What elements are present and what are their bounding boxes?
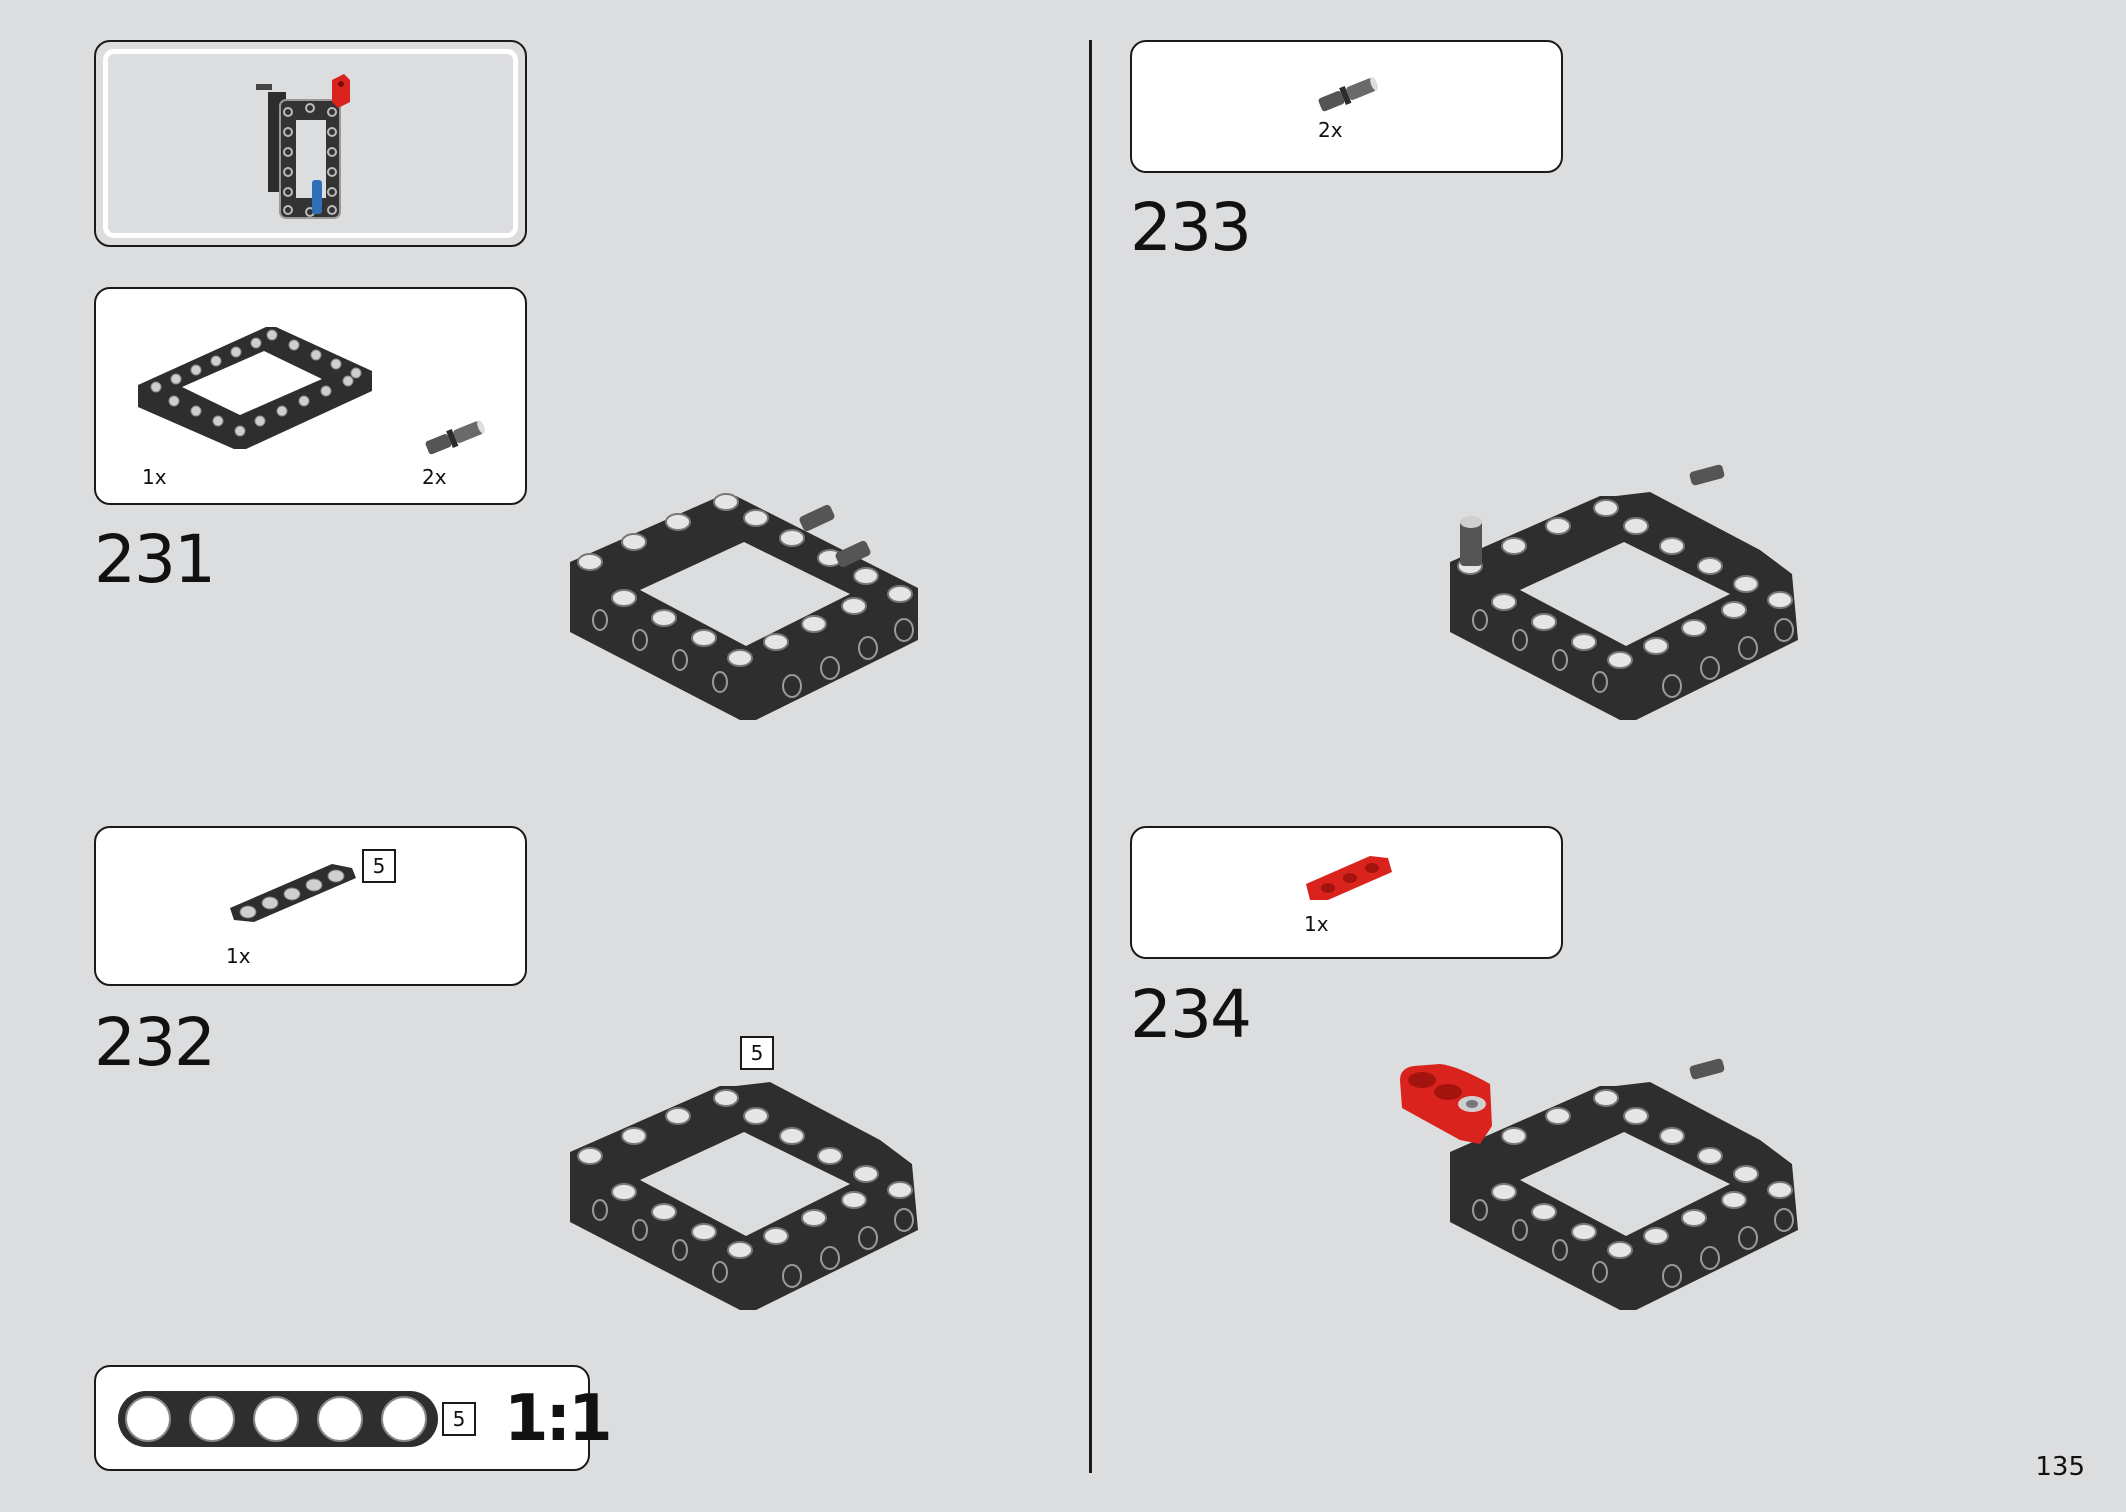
beam-5-actual-size-image [118, 1391, 438, 1447]
step-number: 232 [94, 1004, 216, 1081]
length-indicator: 5 [442, 1402, 476, 1436]
part-quantity: 1x [142, 465, 167, 489]
scale-ruler: 5 1:1 [94, 1365, 613, 1471]
part-quantity: 1x [1304, 912, 1329, 936]
step-231-model-image [570, 493, 918, 720]
overview-model-image [256, 74, 350, 219]
part-quantity: 2x [422, 465, 447, 489]
page-number: 135 [2035, 1452, 2085, 1482]
step-number: 234 [1130, 976, 1252, 1053]
frame-part-image [138, 327, 372, 449]
overview-callout [94, 40, 527, 247]
length-indicator: 5 [740, 1036, 774, 1070]
step-234-model-image [1400, 1058, 1798, 1310]
part-quantity: 1x [226, 944, 251, 968]
length-indicator: 5 [362, 849, 396, 883]
step-number: 231 [94, 521, 216, 598]
parts-list-231: 1x 2x [94, 287, 527, 505]
page-divider [1089, 40, 1092, 1473]
beam-5-part-image [230, 864, 356, 922]
red-beam-3-part-image [1306, 856, 1392, 900]
pin-part-image [425, 420, 485, 455]
parts-list-232: 5 1x [94, 826, 527, 986]
step-233-model-image [1450, 464, 1798, 720]
parts-list-234: 1x [1130, 826, 1563, 959]
pin-part-image [1318, 77, 1378, 112]
parts-list-233: 2x [1130, 40, 1563, 173]
step-232-model-image [570, 1082, 918, 1310]
step-number: 233 [1130, 189, 1252, 266]
scale-label: 1:1 [504, 1382, 613, 1456]
part-quantity: 2x [1318, 118, 1343, 142]
